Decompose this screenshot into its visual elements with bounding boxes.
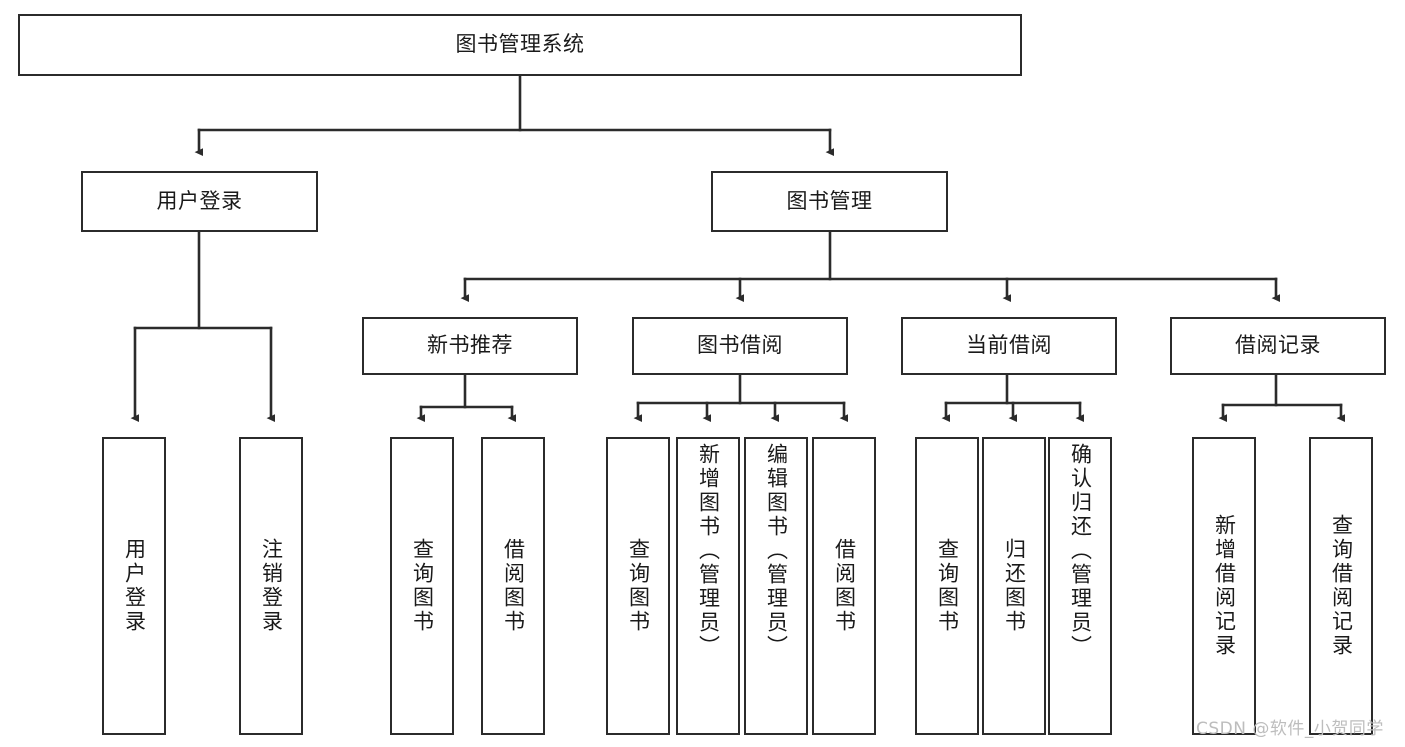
leaf-add-book-admin[interactable]: 新增图书（管理员） [676, 437, 740, 735]
node-label: 借阅图书 [832, 538, 857, 634]
node-label: 新书推荐 [427, 333, 513, 358]
node-user-login[interactable]: 用户登录 [81, 171, 318, 232]
node-new-book-recommend[interactable]: 新书推荐 [362, 317, 578, 375]
node-label: 用户登录 [156, 188, 243, 213]
node-label: 查询图书 [935, 538, 960, 634]
leaf-edit-book-admin[interactable]: 编辑图书（管理员） [744, 437, 808, 735]
leaf-query-borrow-record[interactable]: 查询借阅记录 [1309, 437, 1373, 735]
node-label: 编辑图书（管理员） [764, 443, 789, 659]
node-label: 查询图书 [626, 538, 651, 634]
leaf-query-book-current[interactable]: 查询图书 [915, 437, 979, 735]
csdn-watermark: CSDN @软件_小贺同学 [1196, 719, 1384, 739]
node-label: 用户登录 [122, 538, 147, 634]
node-label: 图书管理 [786, 188, 873, 213]
leaf-query-book-borrow[interactable]: 查询图书 [606, 437, 670, 735]
node-borrow-records[interactable]: 借阅记录 [1170, 317, 1386, 375]
leaf-return-book[interactable]: 归还图书 [982, 437, 1046, 735]
leaf-query-book-newbook[interactable]: 查询图书 [390, 437, 454, 735]
node-label: 归还图书 [1002, 538, 1027, 634]
node-label: 查询图书 [410, 538, 435, 634]
node-label: 借阅图书 [501, 538, 526, 634]
leaf-user-login[interactable]: 用户登录 [102, 437, 166, 735]
node-current-borrow[interactable]: 当前借阅 [901, 317, 1117, 375]
node-root-system[interactable]: 图书管理系统 [18, 14, 1022, 76]
node-label: 图书借阅 [697, 333, 783, 358]
node-label: 确认归还（管理员） [1068, 443, 1093, 659]
leaf-add-borrow-record[interactable]: 新增借阅记录 [1192, 437, 1256, 735]
leaf-logout[interactable]: 注销登录 [239, 437, 303, 735]
leaf-borrow-book-newbook[interactable]: 借阅图书 [481, 437, 545, 735]
node-label: 图书管理系统 [455, 32, 585, 57]
leaf-borrow-book[interactable]: 借阅图书 [812, 437, 876, 735]
node-book-borrow[interactable]: 图书借阅 [632, 317, 848, 375]
node-label: 当前借阅 [966, 333, 1052, 358]
node-label: 查询借阅记录 [1329, 514, 1354, 658]
node-label: 注销登录 [259, 538, 284, 634]
node-book-management[interactable]: 图书管理 [711, 171, 948, 232]
leaf-confirm-return-admin[interactable]: 确认归还（管理员） [1048, 437, 1112, 735]
node-label: 新增图书（管理员） [696, 443, 721, 659]
node-label: 借阅记录 [1235, 333, 1321, 358]
node-label: 新增借阅记录 [1212, 514, 1237, 658]
